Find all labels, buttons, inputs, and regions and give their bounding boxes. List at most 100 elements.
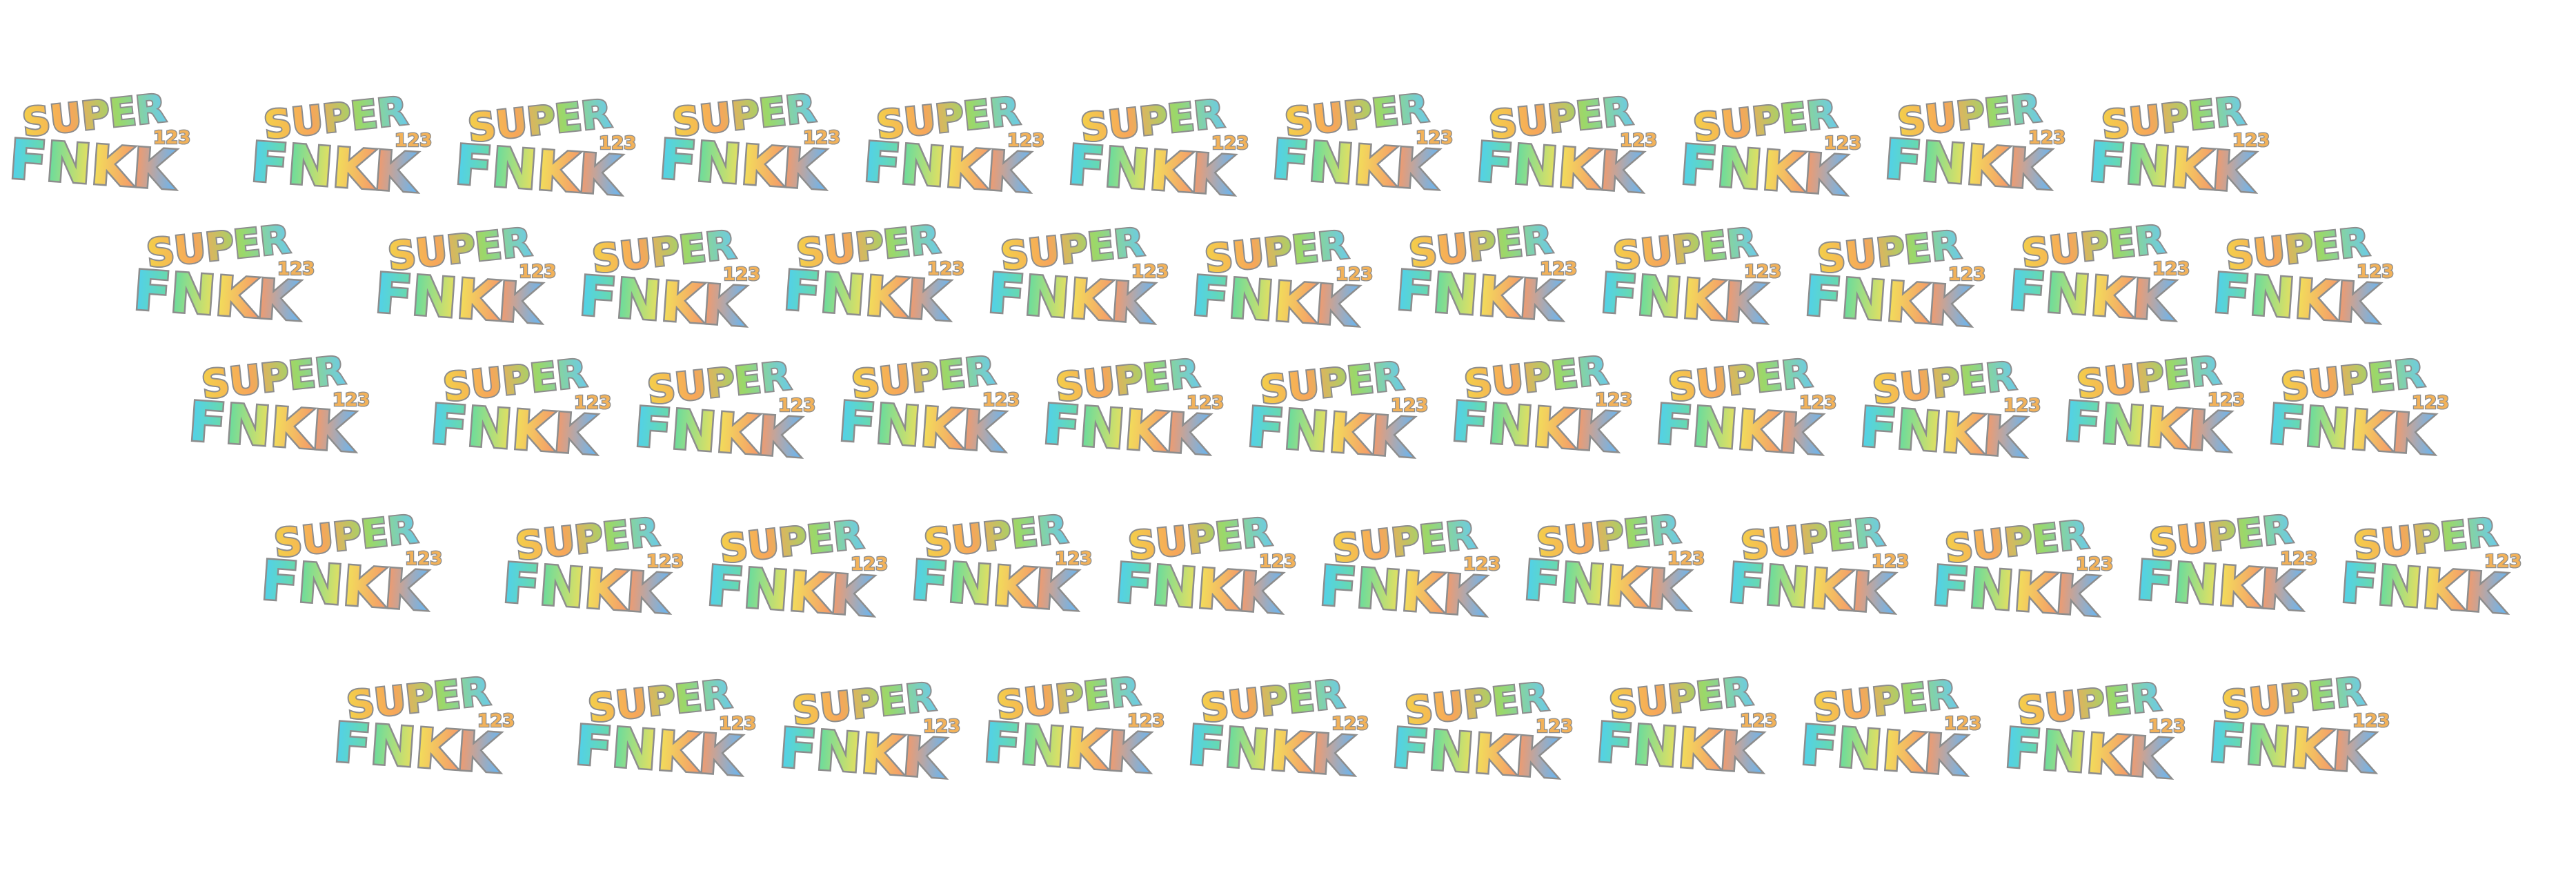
logo-text-123: 123 <box>982 390 1020 411</box>
logo-text-funky: FNKK <box>1474 131 1645 205</box>
logo-text-123: 123 <box>519 262 556 282</box>
logo-text-123: 123 <box>1620 130 1657 151</box>
logo-text-funky: FNKK <box>2207 712 2378 785</box>
logo-text-123: 123 <box>851 554 888 575</box>
logo-text-funky: FNKK <box>837 391 1008 464</box>
logo-text-funky: FNKK <box>862 131 1033 205</box>
logo-text-123: 123 <box>2148 716 2186 737</box>
logo-text-123: 123 <box>778 395 815 416</box>
logo-text-funky: FNKK <box>777 717 949 791</box>
logo-text-funky: FNKK <box>909 549 1080 623</box>
logo-text-123: 123 <box>646 551 684 572</box>
logo-text-funky: FNKK <box>1726 552 1897 626</box>
logo-text-funky: FNKK <box>1066 134 1237 208</box>
logo-text-funky: FNKK <box>1799 714 1970 788</box>
logo-text-funky: FNKK <box>8 128 179 202</box>
logo-text-123: 123 <box>1872 551 1909 572</box>
logo-text-123: 123 <box>1948 264 1985 285</box>
logo-text-funky: FNKK <box>1883 128 2054 202</box>
logo-text-funky: FNKK <box>782 259 953 333</box>
logo-text-123: 123 <box>1055 549 1092 569</box>
logo-text-123: 123 <box>1007 130 1044 151</box>
logo-text-123: 123 <box>1336 264 1373 285</box>
logo-text-funky: FNKK <box>1186 714 1357 788</box>
logo-text-123: 123 <box>923 716 960 737</box>
logo-text-123: 123 <box>333 390 370 411</box>
logo-text-123: 123 <box>599 133 636 154</box>
logo-text-funky: FNKK <box>1041 393 1212 467</box>
logo-text-funky: FNKK <box>1654 393 1825 467</box>
logo-text-funky: FNKK <box>373 262 544 336</box>
logo-text-123: 123 <box>2003 395 2041 416</box>
logo-text-123: 123 <box>2412 393 2449 413</box>
logo-text-123: 123 <box>719 714 756 734</box>
logo-text-funky: FNKK <box>453 134 624 208</box>
logo-text-funky: FNKK <box>2266 393 2437 467</box>
logo-text-123: 123 <box>1187 393 1224 413</box>
logo-text-funky: FNKK <box>1318 555 1489 629</box>
logo-text-123: 123 <box>1595 390 1632 411</box>
logo-text-123: 123 <box>1667 549 1705 569</box>
logo-text-funky: FNKK <box>577 265 749 339</box>
logo-text-123: 123 <box>277 259 315 279</box>
logo-text-funky: FNKK <box>1594 712 1765 785</box>
logo-text-funky: FNKK <box>1598 262 1770 336</box>
logo-text-123: 123 <box>1824 133 1861 154</box>
logo-text-123: 123 <box>153 128 190 148</box>
logo-text-123: 123 <box>1331 714 1369 734</box>
